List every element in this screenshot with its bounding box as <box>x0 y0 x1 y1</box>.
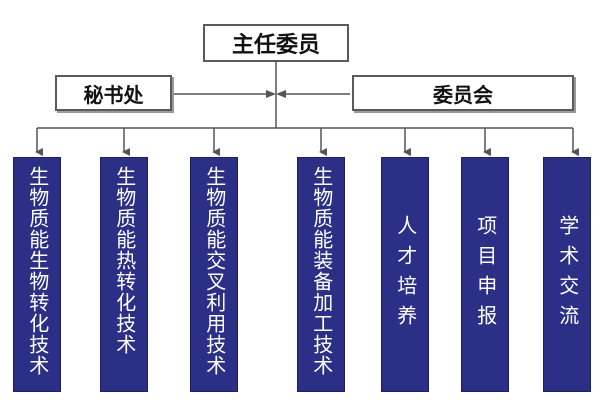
committee-box: 委员会 <box>352 75 574 111</box>
department-box-2: 生物质能热转化技术 <box>100 157 148 392</box>
department-box-4: 生物质能装备加工技术 <box>297 157 345 392</box>
chair-label: 主任委员 <box>231 33 320 58</box>
department-box-6: 项目申报 <box>461 157 509 392</box>
department-box-7: 学术交流 <box>543 157 591 392</box>
secretariat-box: 秘书处 <box>55 75 172 111</box>
department-label-5: 人才培养 <box>393 214 418 335</box>
committee-arrow <box>276 90 286 98</box>
department-label-3: 生物质能交叉利用技术 <box>202 166 227 376</box>
department-box-5: 人才培养 <box>381 157 429 392</box>
committee-label: 委员会 <box>433 82 493 107</box>
department-label-4: 生物质能装备加工技术 <box>309 166 334 376</box>
department-box-1: 生物质能生物转化技术 <box>13 157 61 392</box>
department-label-2: 生物质能热转化技术 <box>112 166 137 355</box>
department-label-1: 生物质能生物转化技术 <box>25 166 50 376</box>
department-label-7: 学术交流 <box>555 214 580 335</box>
department-label-6: 项目申报 <box>473 214 498 335</box>
department-box-3: 生物质能交叉利用技术 <box>190 157 238 392</box>
secretariat-arrow <box>266 90 276 98</box>
secretariat-label: 秘书处 <box>83 82 144 107</box>
chair-box: 主任委员 <box>203 24 349 62</box>
